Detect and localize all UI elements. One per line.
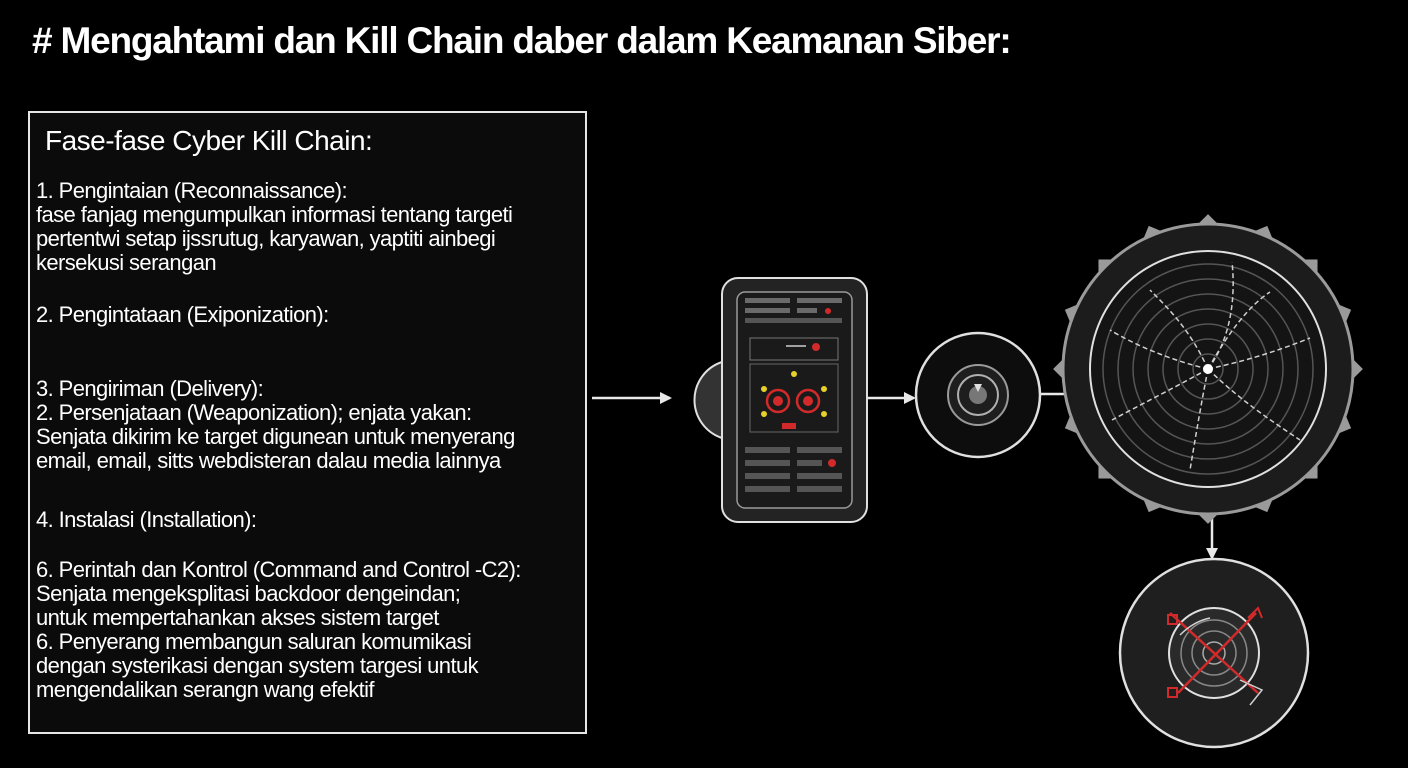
phase-line: 6. Penyerang membangun saluran komumikas…	[36, 629, 472, 654]
phase-line: mengendalikan serangn wang efektif	[36, 677, 375, 702]
phase-line: 1. Pengintaian (Reconnaissance):	[36, 178, 348, 203]
phase-command-and-control: 6. Perintah dan Kontrol (Command and Con…	[36, 558, 521, 702]
phase-line: email, email, sitts webdisteran dalau me…	[36, 448, 501, 473]
phase-line: kersekusi serangan	[36, 250, 217, 275]
phase-line: 4. Instalasi (Installation):	[36, 507, 257, 532]
phase-line: pertentwi setap ijssrutug, karyawan, yap…	[36, 226, 496, 251]
phase-delivery: 3. Pengiriman (Delivery): 2. Persenjataa…	[36, 377, 515, 473]
phase-line: 2. Persenjataan (Weaponization); enjata …	[36, 400, 472, 425]
phase-line: untuk mempertahankan akses sistem target	[36, 605, 439, 630]
phase-line: fase fanjag mengumpulkan informasi tenta…	[36, 202, 513, 227]
gear-network-icon	[1053, 214, 1363, 524]
phase-weaponization: 2. Pengintataan (Exiponization):	[36, 303, 329, 327]
device-icon	[693, 277, 868, 523]
phase-reconnaissance: 1. Pengintaian (Reconnaissance): fase fa…	[36, 178, 513, 275]
phase-line: Senjata mengeksplitasi backdoor dengeind…	[36, 581, 461, 606]
phase-line: 6. Perintah dan Kontrol (Command and Con…	[36, 557, 521, 582]
phase-installation: 4. Instalasi (Installation):	[36, 507, 257, 532]
crosshair-icon	[1118, 557, 1310, 749]
phase-line: 3. Pengiriman (Delivery):	[36, 376, 264, 401]
phase-line: Senjata dikirim ke target digunean untuk…	[36, 424, 515, 449]
panel-heading: Fase-fase Cyber Kill Chain:	[45, 125, 373, 156]
target-icon	[914, 331, 1042, 459]
page-title: # Mengahtami dan Kill Chain daber dalam …	[32, 20, 1012, 61]
phases-panel: Fase-fase Cyber Kill Chain: 1. Pengintai…	[28, 111, 587, 734]
phase-line: 2. Pengintataan (Exiponization):	[36, 302, 329, 327]
phase-line: dengan systerikasi dengan system targesi…	[36, 653, 479, 678]
